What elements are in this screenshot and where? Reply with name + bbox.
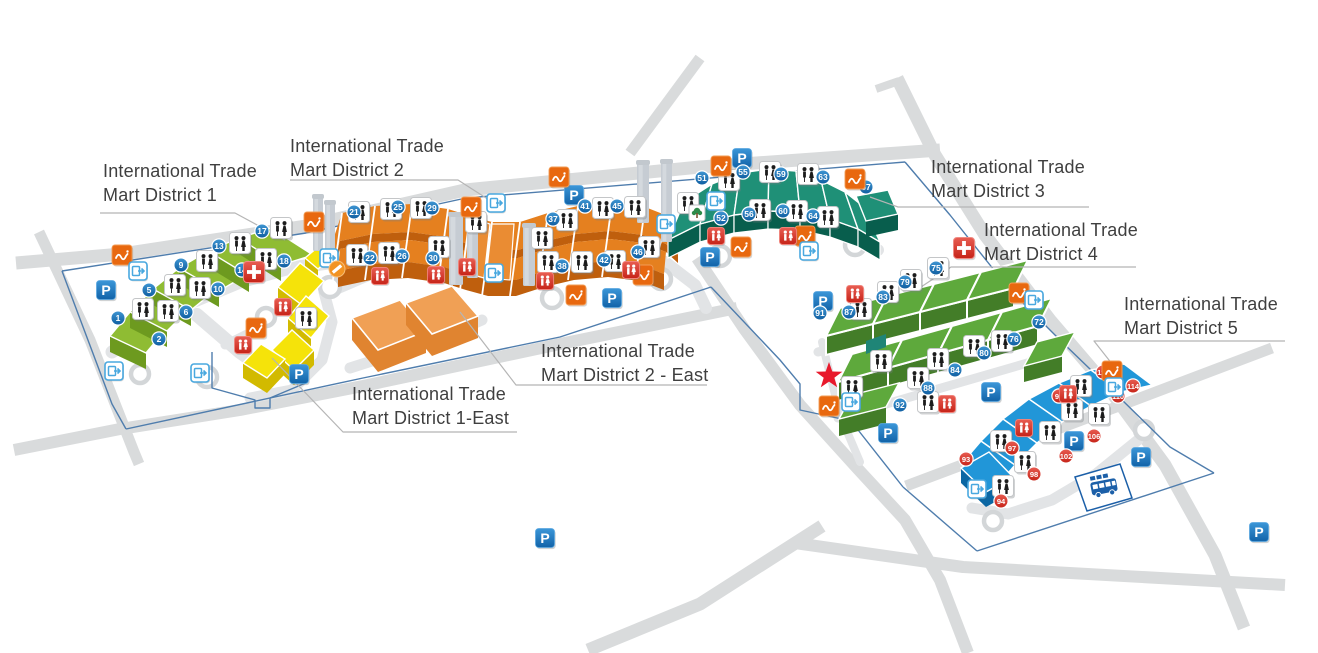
svg-text:75: 75 <box>931 263 941 273</box>
svg-text:Mart District 5: Mart District 5 <box>1124 318 1238 338</box>
svg-text:46: 46 <box>633 247 643 257</box>
svg-text:51: 51 <box>697 173 707 183</box>
svg-text:17: 17 <box>257 226 267 236</box>
svg-text:91: 91 <box>815 308 825 318</box>
svg-text:22: 22 <box>365 253 375 263</box>
svg-text:83: 83 <box>878 292 888 302</box>
svg-text:P: P <box>986 384 995 400</box>
svg-text:P: P <box>818 293 827 309</box>
svg-text:64: 64 <box>808 211 818 221</box>
svg-text:45: 45 <box>612 201 622 211</box>
svg-text:P: P <box>294 366 303 382</box>
svg-text:52: 52 <box>716 213 726 223</box>
svg-text:1: 1 <box>116 313 121 323</box>
svg-text:9: 9 <box>179 260 184 270</box>
svg-text:International Trade: International Trade <box>290 136 444 156</box>
svg-text:International Trade: International Trade <box>103 161 257 181</box>
svg-text:63: 63 <box>818 172 828 182</box>
svg-text:38: 38 <box>557 261 567 271</box>
svg-text:International Trade: International Trade <box>352 384 506 404</box>
svg-text:P: P <box>1069 433 1078 449</box>
svg-text:92: 92 <box>895 400 905 410</box>
svg-text:P: P <box>540 530 549 546</box>
svg-text:P: P <box>1136 449 1145 465</box>
svg-text:P: P <box>737 150 746 166</box>
svg-text:99: 99 <box>1055 392 1063 401</box>
svg-text:29: 29 <box>427 203 437 213</box>
svg-text:55: 55 <box>738 167 748 177</box>
svg-text:42: 42 <box>599 255 609 265</box>
svg-text:P: P <box>569 187 578 203</box>
svg-text:Mart District 1-East: Mart District 1-East <box>352 408 509 428</box>
svg-text:93: 93 <box>962 455 970 464</box>
svg-text:25: 25 <box>393 202 403 212</box>
svg-text:30: 30 <box>428 253 438 263</box>
svg-text:International Trade: International Trade <box>984 220 1138 240</box>
svg-text:56: 56 <box>744 209 754 219</box>
svg-text:P: P <box>101 282 110 298</box>
svg-text:Mart District 2: Mart District 2 <box>290 160 404 180</box>
svg-text:International Trade: International Trade <box>931 157 1085 177</box>
svg-text:Mart District 1: Mart District 1 <box>103 185 217 205</box>
svg-text:P: P <box>607 290 616 306</box>
svg-text:International Trade: International Trade <box>541 341 695 361</box>
svg-text:102: 102 <box>1060 452 1073 461</box>
svg-text:21: 21 <box>349 207 359 217</box>
svg-text:76: 76 <box>1009 334 1019 344</box>
svg-text:26: 26 <box>397 251 407 261</box>
svg-text:14: 14 <box>237 265 247 275</box>
svg-text:P: P <box>1254 524 1263 540</box>
svg-text:Mart District 3: Mart District 3 <box>931 181 1045 201</box>
svg-text:41: 41 <box>580 201 590 211</box>
svg-text:80: 80 <box>979 348 989 358</box>
svg-text:Mart District 2 - East: Mart District 2 - East <box>541 365 708 385</box>
svg-text:67: 67 <box>861 182 871 192</box>
svg-text:88: 88 <box>923 383 933 393</box>
svg-text:P: P <box>705 249 714 265</box>
svg-text:International Trade: International Trade <box>1124 294 1278 314</box>
svg-text:94: 94 <box>997 497 1006 506</box>
svg-text:106: 106 <box>1088 432 1101 441</box>
svg-text:5: 5 <box>147 285 152 295</box>
svg-text:59: 59 <box>776 169 786 179</box>
svg-text:84: 84 <box>950 365 960 375</box>
svg-text:18: 18 <box>279 256 289 266</box>
svg-text:60: 60 <box>778 206 788 216</box>
svg-text:P: P <box>883 425 892 441</box>
svg-text:37: 37 <box>548 214 558 224</box>
svg-text:72: 72 <box>1034 317 1044 327</box>
svg-text:13: 13 <box>214 241 224 251</box>
svg-text:98: 98 <box>1030 470 1038 479</box>
svg-text:Mart District 4: Mart District 4 <box>984 244 1098 264</box>
svg-text:114: 114 <box>1127 382 1140 391</box>
svg-text:87: 87 <box>844 307 854 317</box>
svg-text:6: 6 <box>184 307 189 317</box>
svg-text:10: 10 <box>213 284 223 294</box>
svg-text:97: 97 <box>1008 444 1016 453</box>
svg-text:79: 79 <box>900 277 910 287</box>
svg-text:2: 2 <box>157 334 162 344</box>
